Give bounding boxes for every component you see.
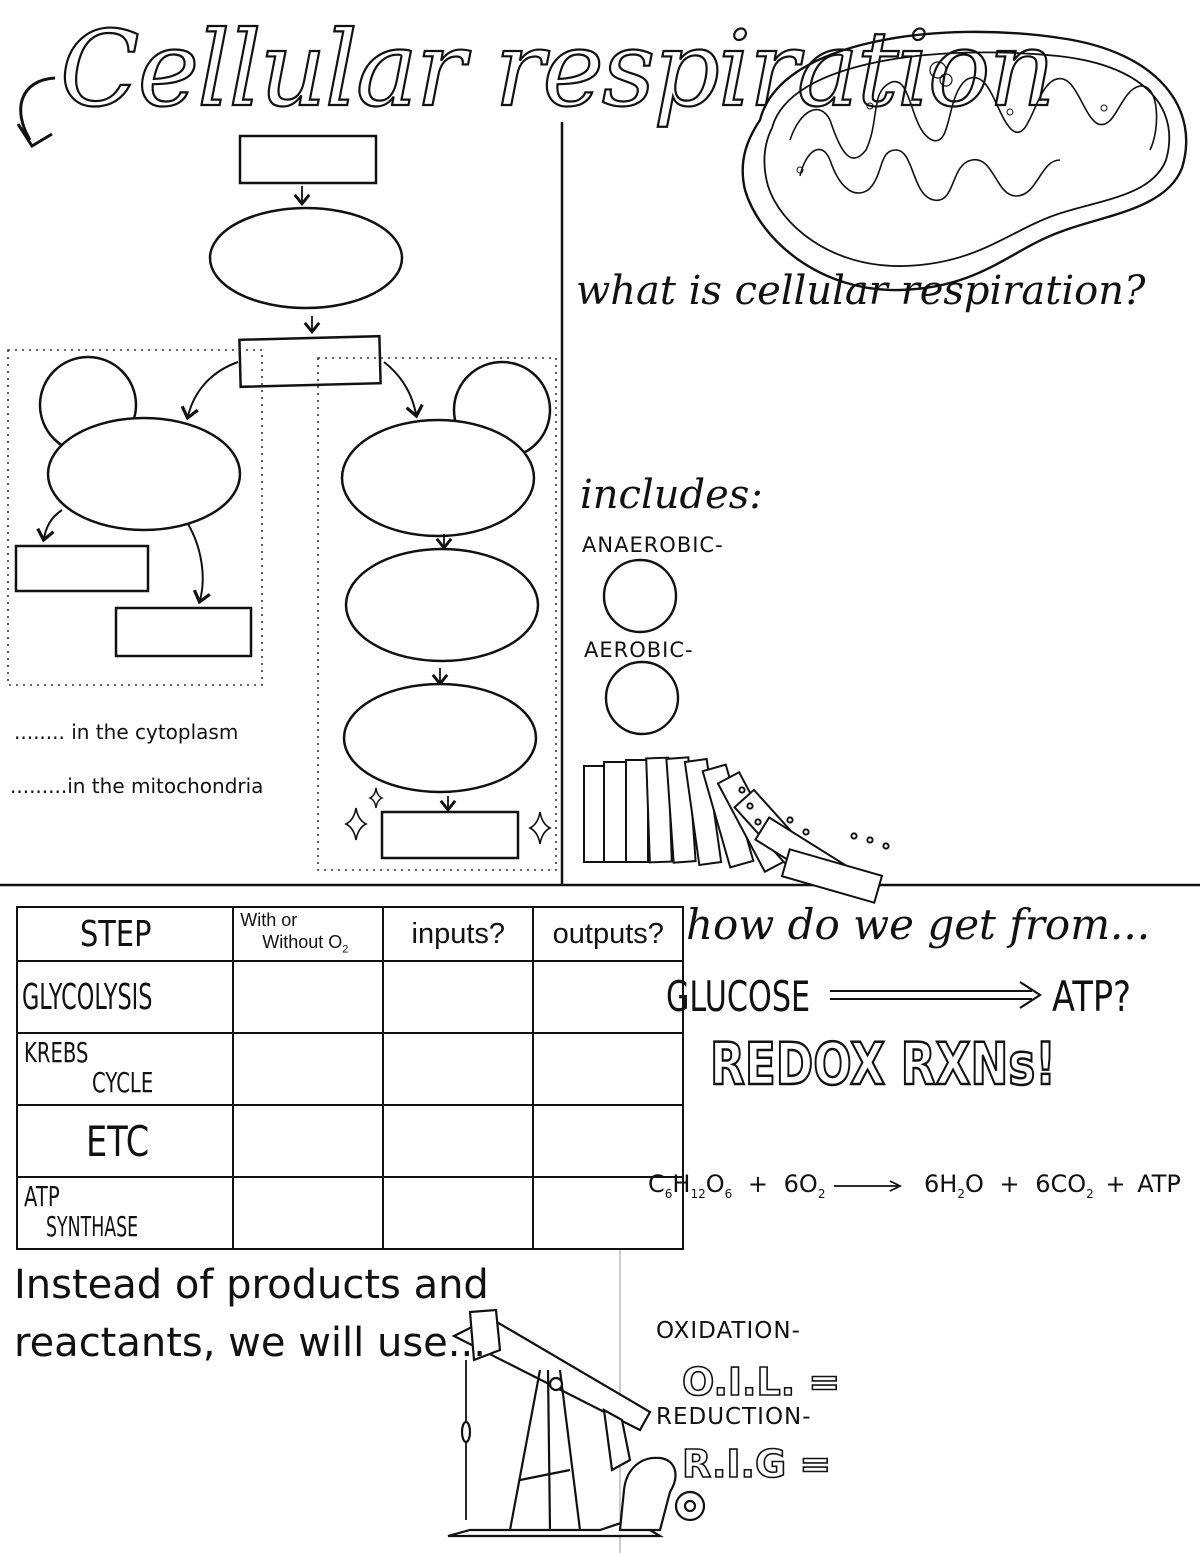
aerobic-circle: [604, 660, 680, 736]
table-row: GLYCOLYSIS: [15, 960, 685, 1034]
header-outputs: outputs?: [532, 906, 685, 962]
table-cell[interactable]: [232, 960, 385, 1034]
page-title: Cellular respiration: [59, 7, 1057, 131]
table-cell[interactable]: [382, 1032, 535, 1106]
question-what-is-cellular-respiration: what is cellular respiration?: [576, 268, 1146, 314]
reduction-label: REDUCTION-: [656, 1404, 812, 1430]
table-cell[interactable]: [532, 960, 685, 1034]
anaerobic-circle: [602, 558, 678, 634]
table-cell[interactable]: [382, 1104, 535, 1178]
oxidation-label: OXIDATION-: [656, 1318, 801, 1344]
instead-text-line1: Instead of products and: [14, 1262, 489, 1308]
includes-label: includes:: [580, 472, 763, 518]
flow-oval-right-2: [344, 547, 540, 663]
oil-pump-jack-illustration: [447, 1308, 706, 1538]
flow-box-middle: [238, 334, 382, 389]
table-cell[interactable]: [232, 1032, 385, 1106]
header-step: STEP: [15, 906, 235, 962]
table-cell[interactable]: [232, 1104, 385, 1178]
mitochondria-dotted-region: [317, 357, 557, 871]
oil-mnemonic: O.I.L. =: [681, 1359, 841, 1405]
flow-box-bottom: [380, 810, 520, 860]
flow-oval-right-1: [340, 418, 536, 538]
flow-oval-1: [208, 206, 404, 310]
table-header-row: STEP With or Without O2 inputs? outputs?: [15, 906, 685, 962]
flow-oval-right-3: [342, 682, 538, 794]
flow-box-left-2: [114, 606, 253, 658]
step-etc: ETC: [15, 1104, 235, 1178]
sparkle-icon: [344, 807, 368, 841]
table-cell[interactable]: [532, 1176, 685, 1250]
cytoplasm-dotted-region: [7, 349, 263, 686]
flow-box-left-1: [14, 544, 150, 593]
step-atp-synthase: ATP SYNTHASE: [15, 1176, 235, 1250]
table-row: ATP SYNTHASE: [15, 1176, 685, 1250]
table-cell[interactable]: [382, 1176, 535, 1250]
legend-cytoplasm: ........ in the cytoplasm: [14, 720, 239, 744]
glucose-label: GLUCOSE: [666, 972, 811, 1021]
title-curl-arrow-icon: [16, 76, 56, 149]
step-glycolysis: GLYCOLYSIS: [15, 960, 235, 1034]
dominoes-illustration: [583, 756, 890, 904]
table-cell[interactable]: [382, 960, 535, 1034]
table-cell[interactable]: [232, 1176, 385, 1250]
sparkle-icon: [368, 787, 384, 809]
anaerobic-label: ANAEROBIC-: [582, 533, 724, 557]
respiration-equation-products: 6H2O + 6CO2 + ATP: [924, 1170, 1181, 1201]
header-with-without-o2: With or Without O2: [232, 906, 385, 962]
how-do-we-get-question: how do we get from...: [686, 900, 1151, 949]
aerobic-label: AEROBIC-: [584, 638, 694, 662]
legend-mitochondria: .........in the mitochondria: [10, 774, 264, 798]
table-cell[interactable]: [532, 1032, 685, 1106]
mitochondrion-illustration: [741, 30, 1188, 292]
table-row: ETC: [15, 1104, 685, 1178]
header-inputs: inputs?: [382, 906, 535, 962]
respiration-equation-reactants: C6H12O6 + 6O2: [648, 1170, 826, 1201]
table-cell[interactable]: [532, 1104, 685, 1178]
step-krebs-cycle: KREBS CYCLE: [15, 1032, 235, 1106]
rig-mnemonic: R.I.G =: [681, 1441, 832, 1487]
table-row: KREBS CYCLE: [15, 1032, 685, 1106]
instead-text-line2: reactants, we will use...: [14, 1320, 486, 1366]
flow-box-top: [238, 134, 378, 185]
sparkle-icon: [528, 811, 552, 845]
redox-rxns-heading: REDOX RXNs!: [709, 1029, 1057, 1100]
atp-question-label: ATP?: [1052, 972, 1131, 1021]
steps-table: STEP With or Without O2 inputs? outputs?…: [15, 906, 685, 1250]
flow-oval-left: [46, 416, 242, 532]
